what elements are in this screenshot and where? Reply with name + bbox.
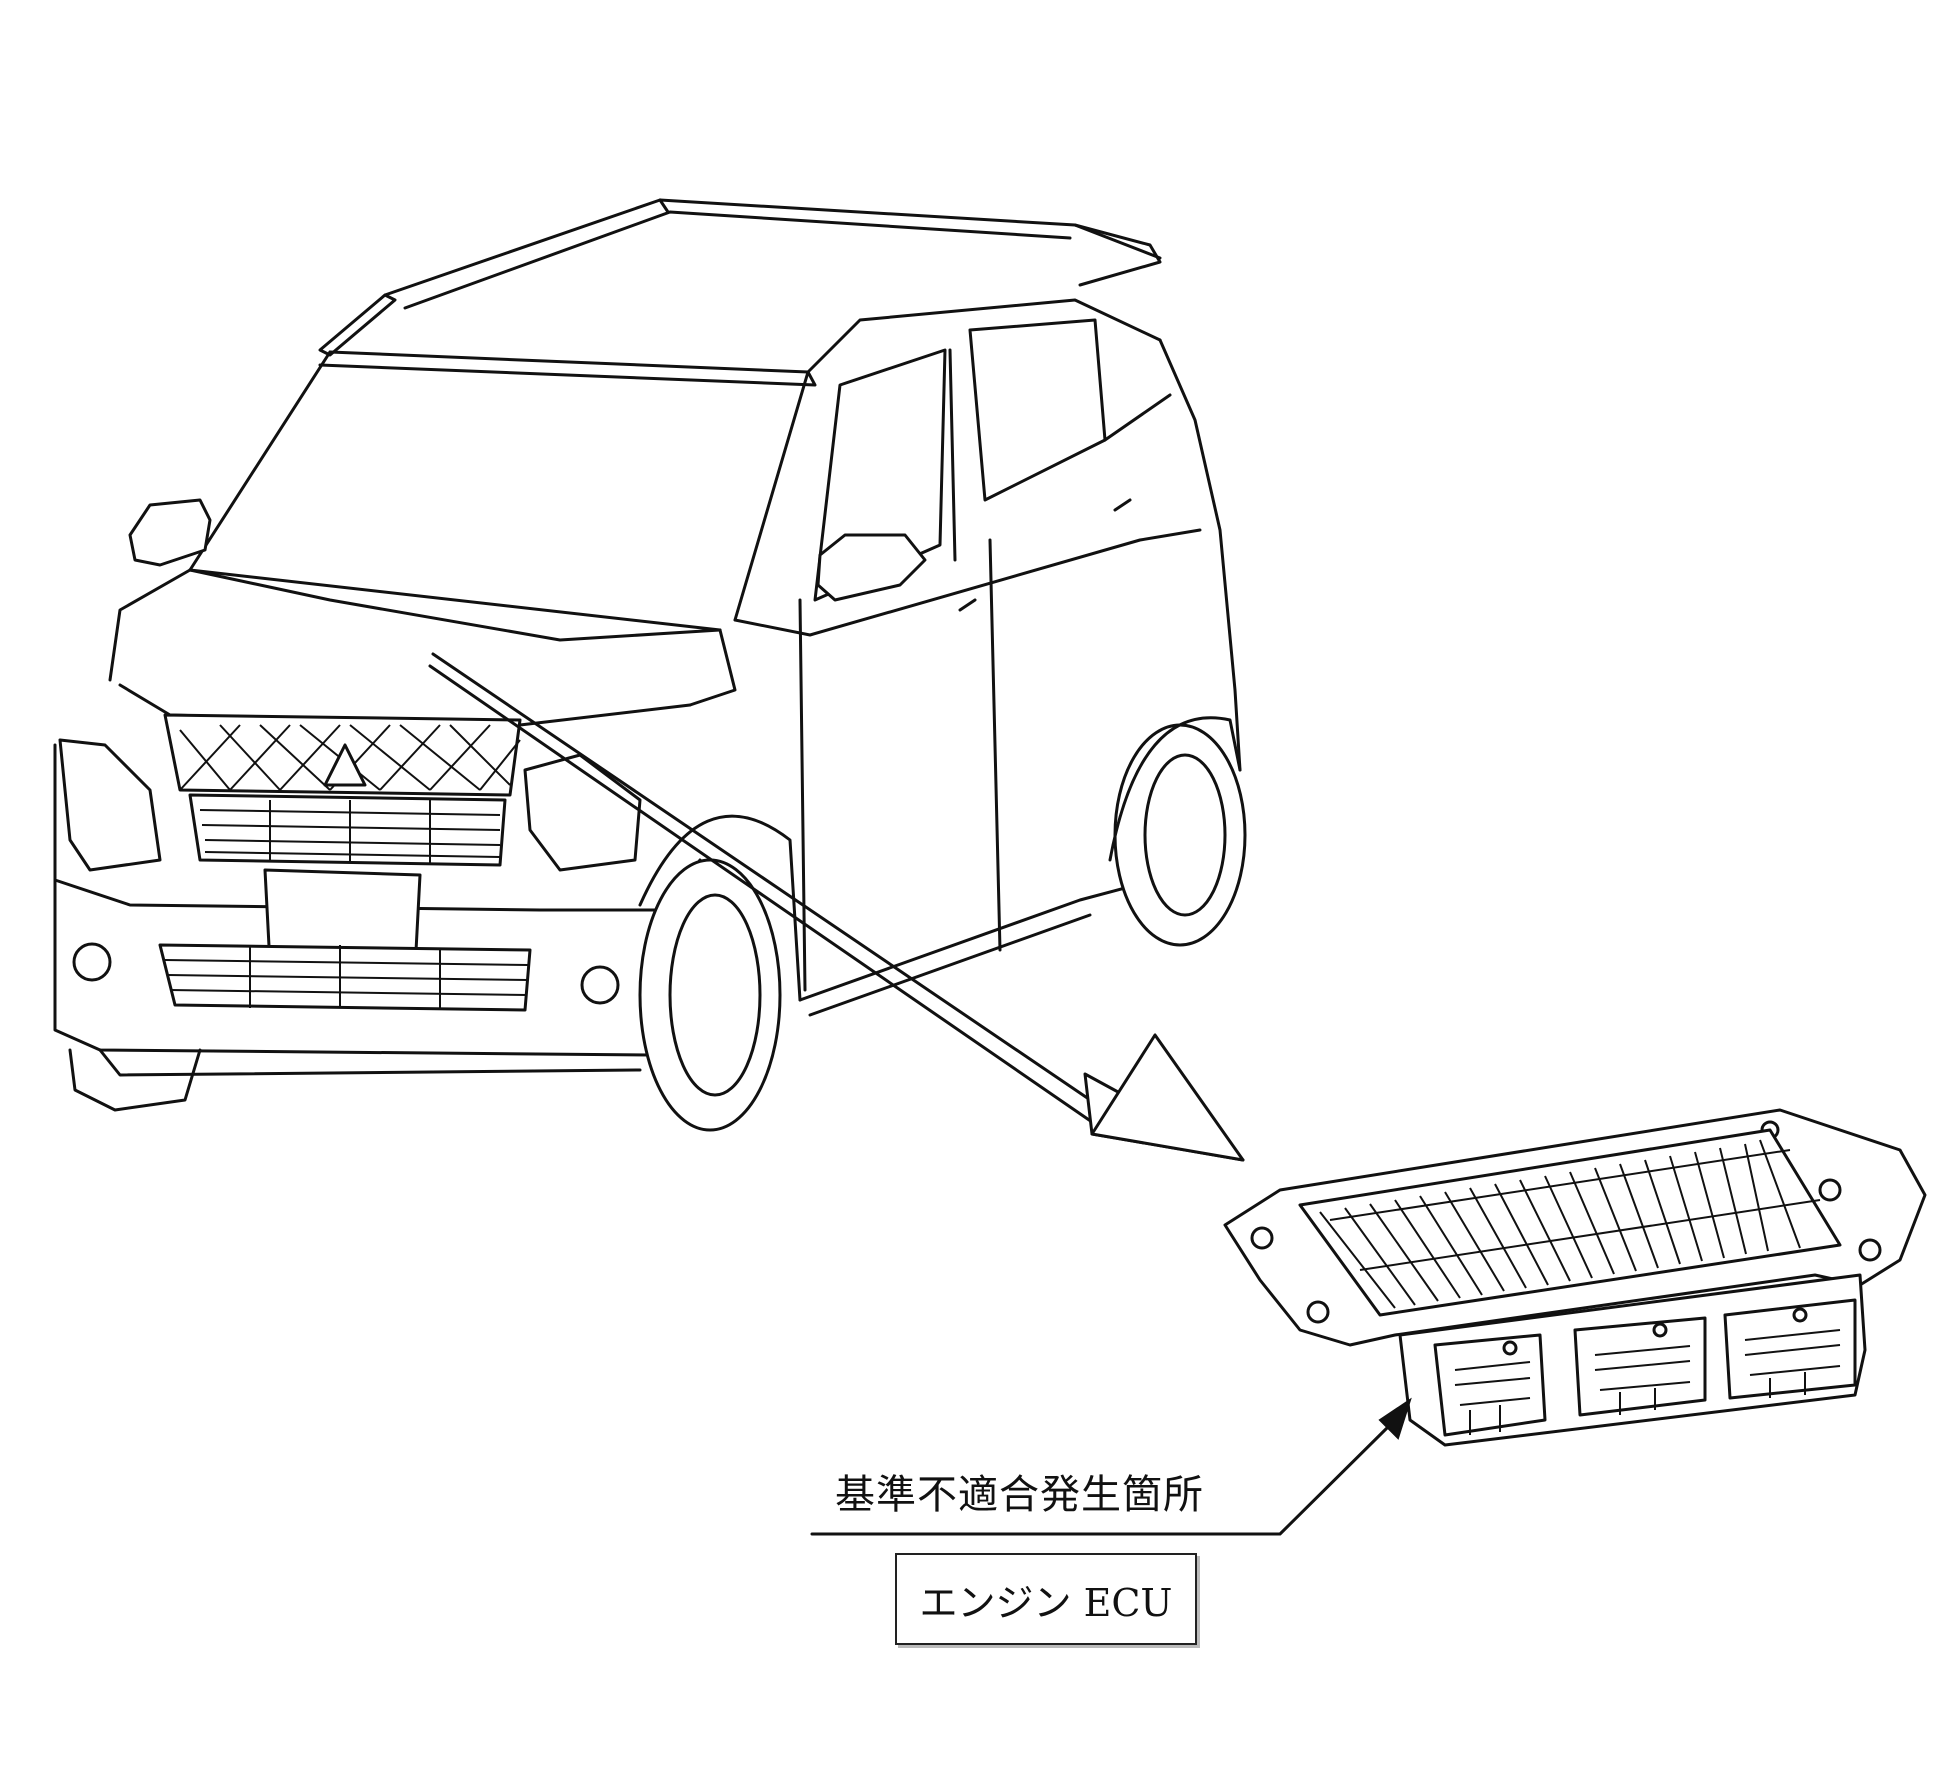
ecu-illustration: [1223, 1108, 1927, 1447]
callout-leader: [810, 1397, 1412, 1536]
callout-label: 基準不適合発生箇所: [835, 1472, 1204, 1518]
location-arrow: [428, 652, 1245, 1162]
part-name-box: エンジン ECU: [895, 1553, 1197, 1645]
vehicle-illustration: [53, 198, 1247, 1132]
part-name: エンジン ECU: [919, 1580, 1173, 1625]
